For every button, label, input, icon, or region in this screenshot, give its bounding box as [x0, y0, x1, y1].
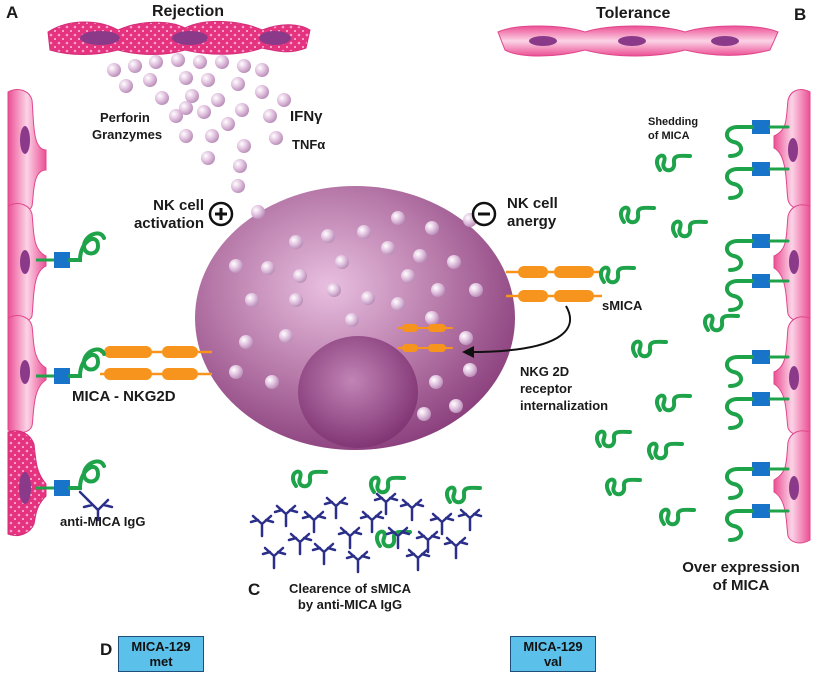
- label-internalization-line2: receptor: [520, 381, 573, 396]
- nkg2d-receptor-right: [506, 266, 602, 302]
- label-ifn: IFNγ: [290, 108, 323, 125]
- igg-left: [78, 490, 114, 522]
- nkg2d-receptor-left: [100, 346, 212, 380]
- label-anergy-line2: anergy: [507, 213, 557, 230]
- heading-rejection: Rejection: [152, 3, 225, 20]
- label-shedding-line2: of MICA: [648, 130, 690, 142]
- allele-val-line2: val: [543, 654, 563, 669]
- membrane-mica-right: [725, 120, 790, 542]
- panel-label-c: C: [248, 580, 261, 599]
- heading-tolerance: Tolerance: [596, 5, 671, 22]
- internalized-receptors: [397, 324, 453, 352]
- label-clearance-line1: Clearence of sMICA: [288, 581, 412, 596]
- allele-box-met: MICA-129 met: [118, 636, 204, 672]
- label-tnf: TNFα: [292, 137, 326, 152]
- label-activation-line1: NK cell: [153, 197, 204, 214]
- nk-cell: [195, 186, 515, 450]
- plus-symbol-circle: [208, 201, 234, 227]
- panel-label-a: A: [6, 3, 19, 22]
- minus-symbol: −: [479, 201, 489, 225]
- label-mica-nkg2d: MICA - NKG2D: [72, 388, 176, 405]
- panel-label-d: D: [100, 640, 113, 659]
- shed-smica: [594, 153, 740, 527]
- label-internalization-line1: NKG 2D: [520, 364, 570, 379]
- panel-label-b: B: [794, 5, 807, 24]
- rejected-cells-top: [47, 21, 311, 55]
- tolerant-cells-top: [497, 25, 779, 57]
- label-anergy-line1: NK cell: [507, 195, 558, 212]
- label-internalization-line3: internalization: [520, 398, 609, 413]
- label-overexpression-line2: of MICA: [712, 577, 770, 594]
- plus-symbol: +: [216, 201, 226, 225]
- label-anti-mica-igg: anti-MICA IgG: [60, 514, 146, 529]
- label-shedding-line1: Shedding: [648, 116, 699, 128]
- allele-met-line1: MICA-129: [131, 639, 191, 654]
- left-cell-column: [7, 89, 47, 537]
- label-smica: sMICA: [602, 298, 643, 313]
- igg-complexes: [249, 469, 483, 574]
- internalization-arrow: [469, 305, 571, 353]
- allele-val-line1: MICA-129: [523, 639, 583, 654]
- label-granzymes: Granzymes: [92, 127, 163, 142]
- label-overexpression-line1: Over expression: [682, 559, 800, 576]
- allele-box-val: MICA-129 val: [510, 636, 596, 672]
- membrane-mica-left: [36, 231, 106, 496]
- label-clearance-line2: by anti-MICA IgG: [297, 597, 403, 612]
- label-activation-line2: activation: [133, 215, 204, 232]
- minus-symbol-circle: [471, 201, 497, 227]
- right-cell-column: [773, 89, 811, 544]
- allele-met-line2: met: [149, 654, 173, 669]
- label-perforin: Perforin: [100, 110, 150, 125]
